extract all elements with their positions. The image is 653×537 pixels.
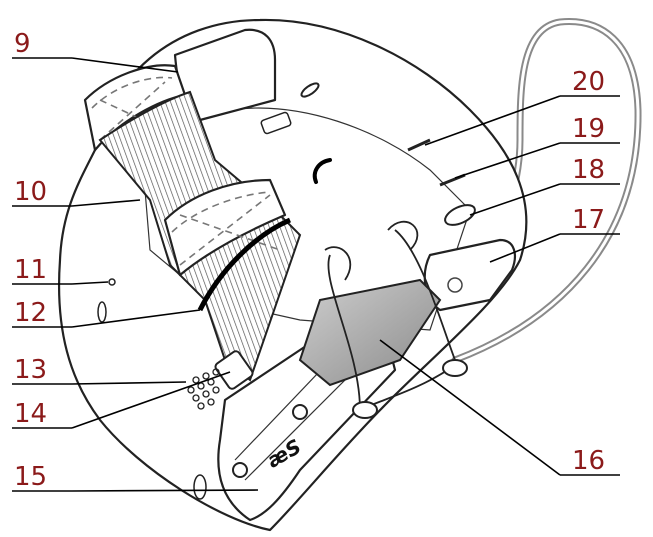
callout-19: 19	[572, 114, 605, 144]
callout-15: 15	[14, 462, 47, 492]
leader-lines	[12, 57, 620, 492]
bottom-slot	[193, 474, 207, 500]
callout-20: 20	[572, 67, 605, 97]
back-panel	[139, 107, 471, 331]
callout-12: 12	[14, 298, 47, 328]
callout-18: 18	[572, 155, 605, 185]
side-slot-left	[97, 301, 107, 323]
callout-13: 13	[14, 355, 47, 385]
callout-9: 9	[14, 29, 31, 59]
bottom-screw-1	[292, 404, 308, 420]
sensor-window	[298, 278, 442, 387]
strap-lower-pad	[163, 178, 287, 277]
callout-11: 11	[14, 255, 47, 285]
bottom-screw-2	[232, 462, 248, 478]
mic-hole	[108, 278, 116, 286]
power-icon	[447, 277, 463, 293]
strap-edge	[197, 217, 291, 312]
reset-hole	[300, 82, 320, 98]
callout-numbers: 9 10 11 12 13 14 15 16 17 18 19 20	[14, 29, 605, 492]
side-button	[444, 204, 476, 226]
callout-14: 14	[14, 399, 47, 429]
callout-16: 16	[572, 446, 605, 476]
battery-contacts	[260, 111, 292, 135]
tether-clip-right	[442, 359, 468, 377]
strap-buckle	[214, 350, 254, 390]
callout-17: 17	[572, 205, 605, 235]
callout-10: 10	[14, 177, 47, 207]
side-slot-upper	[407, 138, 431, 152]
tether-clip-left	[352, 401, 378, 419]
hook-icon	[312, 158, 332, 184]
